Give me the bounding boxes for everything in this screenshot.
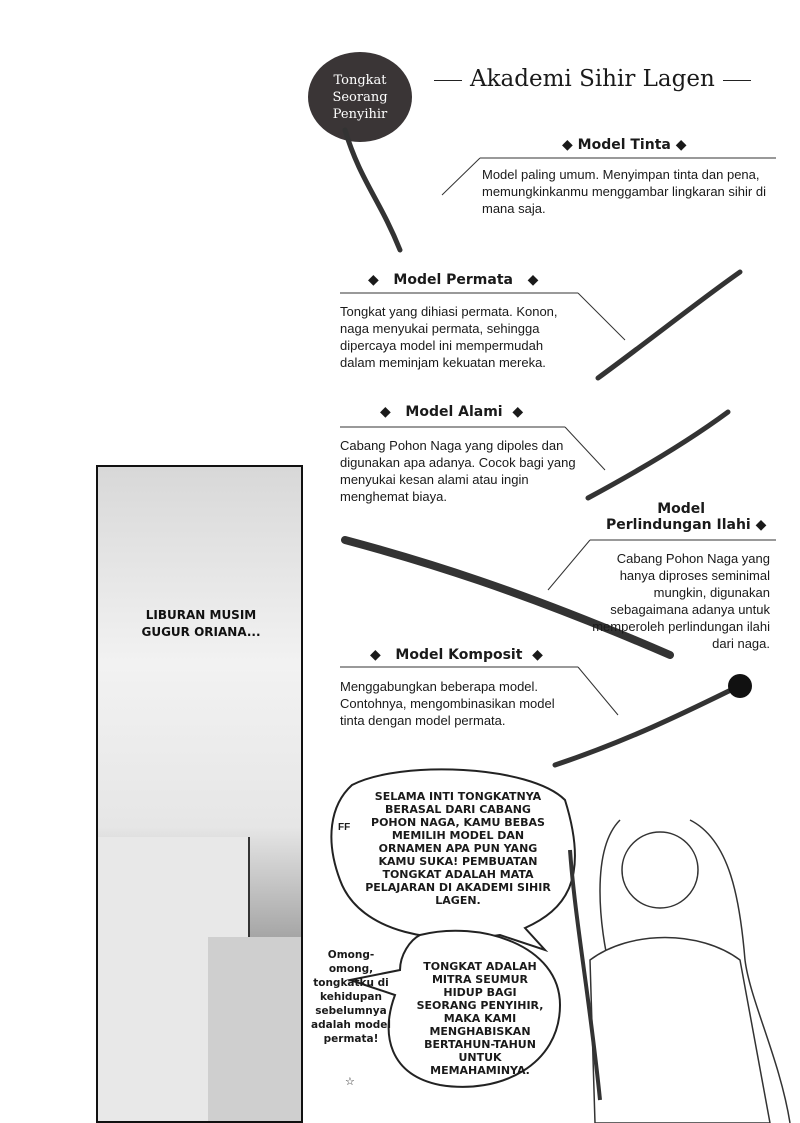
heading-text: Model [657,501,706,517]
heading-model-permata: ◆ Model Permata ◆ [368,272,539,288]
aside-note: Omong-omong, tongkatku di kehidupan sebe… [311,949,391,1045]
wand-orb [728,674,752,698]
wand-permata [595,269,743,381]
speech-bubble-bottom: TONGKAT ADALAH MITRA SEUMUR HIDUP BAGI S… [416,960,544,1077]
page-title: Akademi Sihir Lagen [426,66,759,92]
heading-text: Perlindungan Ilahi [606,517,751,533]
star-icon: ☆ [345,1076,355,1088]
wand-tinta [342,127,403,253]
heading-text: Model Tinta [577,137,671,153]
title-text: Akademi Sihir Lagen [470,66,715,92]
girl-illustration [568,819,791,1123]
heading-model-alami: ◆ Model Alami ◆ [380,404,524,420]
heading-text: Model Permata [393,272,513,288]
badge-line: Penyihir [332,106,388,122]
heading-text: Model Komposit [395,647,523,663]
wand-alami [585,409,731,501]
desc-model-alami: Cabang Pohon Naga yang dipoles dan digun… [340,438,576,504]
speech-bubble-top: SELAMA INTI TONGKATNYA BERASAL DARI CABA… [365,790,551,907]
wand-komposit [552,685,738,768]
desc-model-komposit: Menggabungkan beberapa model. Contohnya,… [340,679,555,728]
speech-bubble-outline [346,929,562,1088]
desc-model-tinta: Model paling umum. Menyimpan tinta dan p… [482,167,766,216]
panel-caption: LIBURAN MUSIM GUGUR ORIANA... [141,608,261,639]
wand-perlindungan [341,536,674,659]
speech-bubble-outline [330,768,576,953]
desc-model-permata: Tongkat yang dihiasi permata. Konon, nag… [340,304,558,370]
heading-model-komposit: ◆ Model Komposit ◆ [370,647,543,663]
mansion-wing [208,937,301,1121]
heading-text: Model Alami [405,404,503,420]
sound-effect: FF [338,822,351,833]
badge-line: Seorang [332,89,388,105]
manga-panel-mansion: LIBURAN MUSIM GUGUR ORIANA... [96,465,303,1123]
badge-line: Tongkat [333,72,387,88]
desc-model-perlindungan: Cabang Pohon Naga yang hanya diproses se… [592,551,770,651]
heading-model-tinta: ◆ Model Tinta ◆ [562,137,687,153]
